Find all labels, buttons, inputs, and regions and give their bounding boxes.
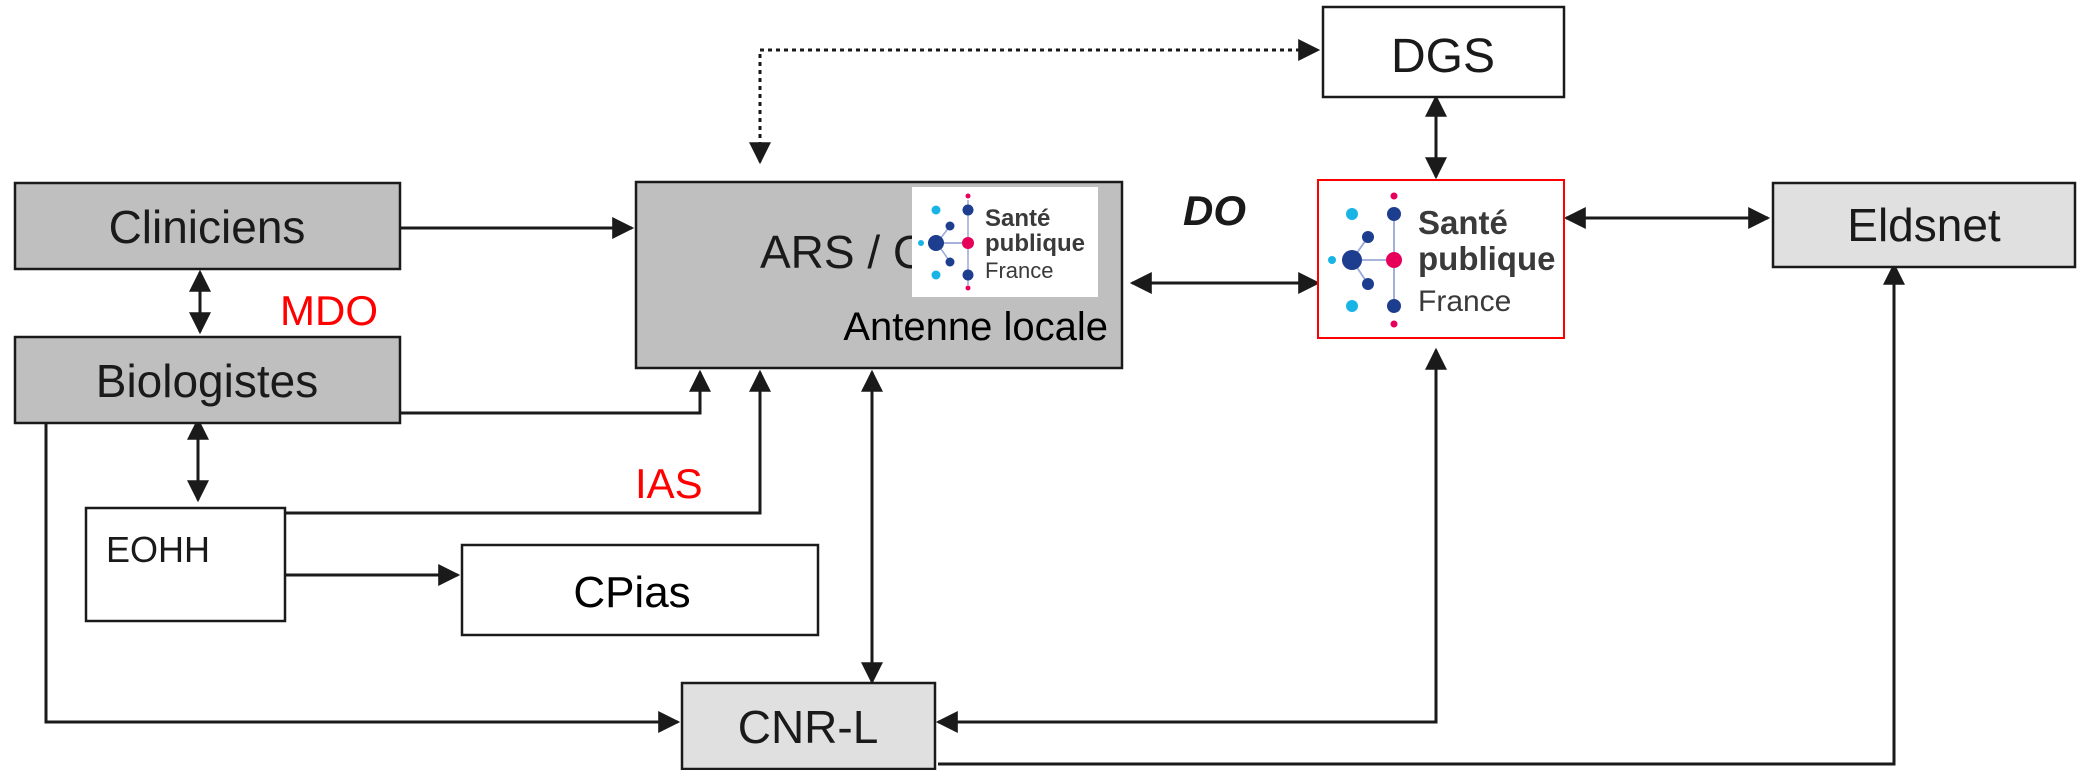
arrow-ars-dgs-dotted — [749, 39, 1321, 165]
node-cnr-l: CNR-L — [680, 681, 937, 770]
node-ars-sublabel: Antenne locale — [843, 305, 1108, 349]
arrow-cnrl-spf — [935, 347, 1447, 733]
spf-logo-small: Santé publique France — [912, 187, 1098, 297]
spf-logo-large-line1: Santé — [1418, 204, 1508, 241]
spf-logo-large-mark-icon — [1328, 192, 1402, 328]
spf-logo-small-line1: Santé — [985, 205, 1050, 232]
edge-label-ias: IAS — [635, 460, 703, 507]
spf-logo-large-line2: publique — [1418, 240, 1555, 277]
spf-logo-small-line3: France — [985, 258, 1053, 283]
spf-logo-large-line3: France — [1418, 285, 1511, 318]
node-eohh-label: EOHH — [106, 529, 210, 570]
edge-label-mdo: MDO — [280, 287, 378, 334]
node-dgs-label: DGS — [1391, 30, 1495, 83]
node-biologistes: Biologistes — [13, 335, 402, 425]
node-eldsnet: Eldsnet — [1771, 181, 2077, 269]
node-cpias: CPias — [460, 543, 820, 637]
node-biologistes-label: Biologistes — [96, 355, 318, 407]
node-eohh: EOHH — [84, 506, 287, 623]
node-dgs: DGS — [1321, 5, 1566, 99]
node-cliniciens-label: Cliniciens — [109, 201, 306, 253]
spf-logo-small-mark-icon — [918, 193, 974, 291]
node-cpias-label: CPias — [573, 568, 690, 617]
arrow-biologistes-ars — [400, 369, 711, 415]
node-ars-label: ARS / C — [760, 226, 926, 278]
node-eldsnet-label: Eldsnet — [1847, 199, 2001, 251]
arrow-biologistes-cnrl — [44, 422, 681, 733]
arrow-eohh-ars — [285, 369, 771, 515]
connectors — [44, 39, 1905, 766]
spf-logo-small-line2: publique — [985, 230, 1085, 257]
edge-label-do: DO — [1183, 187, 1246, 234]
node-cliniciens: Cliniciens — [13, 181, 402, 271]
node-spf: Santé publique France — [1317, 179, 1565, 339]
node-cnr-l-label: CNR-L — [738, 701, 879, 753]
arrow-cnrl-eldsnet — [938, 262, 1905, 766]
